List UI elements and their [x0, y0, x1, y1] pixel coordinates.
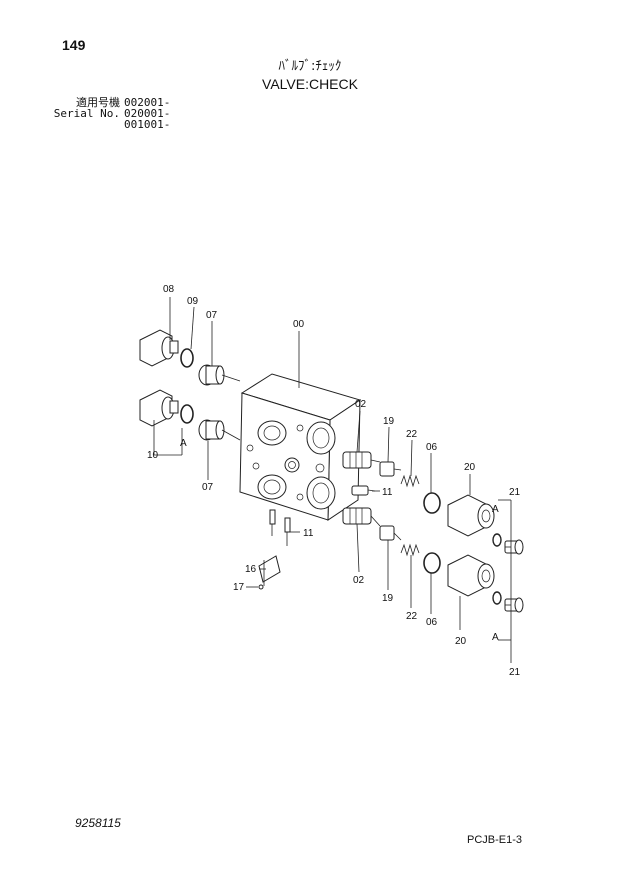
check-valve-lower — [379, 525, 402, 541]
spring-lower — [400, 543, 420, 557]
left-plug-lower — [139, 389, 179, 427]
label-07-bottom: 07 — [202, 482, 214, 493]
small-fitting-upper — [351, 485, 376, 496]
serial-label: 適用号機 — [76, 96, 120, 109]
serial-value: 001001- — [124, 118, 171, 131]
label-22-bottom: 22 — [406, 611, 418, 622]
label-16: 16 — [245, 564, 257, 575]
label-20-top: 20 — [464, 462, 476, 473]
page-number: 149 — [62, 37, 86, 53]
label-21-top: 21 — [509, 487, 521, 498]
label-08: 08 — [163, 284, 175, 295]
drawing-number: 9258115 — [75, 816, 121, 830]
valve-body — [239, 373, 362, 546]
label-21-bottom: 21 — [509, 667, 521, 678]
label-22-top: 22 — [406, 429, 418, 440]
label-07-top: 07 — [206, 310, 218, 321]
left-plug-upper — [139, 329, 179, 367]
label-02-top: 02 — [355, 399, 367, 410]
label-06-top: 06 — [426, 442, 438, 453]
label-06-bottom: 06 — [426, 617, 438, 628]
cap-upper — [447, 494, 495, 537]
label-09: 09 — [187, 296, 199, 307]
label-a-left: A — [180, 438, 187, 449]
spool-upper — [342, 451, 381, 469]
o-ring-lower — [180, 404, 194, 424]
label-02-bottom: 02 — [353, 575, 365, 586]
spool-lower — [342, 507, 381, 527]
spring-upper — [400, 474, 420, 488]
label-11-bottom: 11 — [303, 528, 314, 539]
o-ring-upper — [180, 348, 194, 368]
poppet-lower — [198, 419, 241, 441]
label-00: 00 — [293, 319, 305, 330]
label-10: 10 — [147, 450, 159, 461]
label-11-top: 11 — [382, 487, 393, 498]
serial-value: 002001- — [124, 96, 171, 109]
plug-small-lower — [492, 591, 524, 613]
cap-lower — [447, 554, 495, 597]
serial-label: Serial No. — [53, 107, 120, 120]
label-a-right-top: A — [492, 504, 499, 515]
label-19-top: 19 — [383, 416, 395, 427]
poppet-upper — [198, 364, 241, 386]
part-labels: 08 09 07 00 02 19 22 06 20 21 A 11 11 A … — [147, 284, 521, 678]
title-japanese: ﾊﾞﾙﾌﾞ:ﾁｪｯｸ — [278, 59, 342, 74]
label-19-bottom: 19 — [382, 593, 394, 604]
label-17: 17 — [233, 582, 245, 593]
rivet — [258, 584, 264, 590]
label-20-bottom: 20 — [455, 636, 467, 647]
o-ring-right-upper — [423, 492, 441, 514]
sheet-code: PCJB-E1-3 — [467, 834, 523, 846]
check-valve-upper — [379, 461, 402, 477]
leader-lines — [153, 297, 512, 663]
label-a-right-bottom: A — [492, 632, 499, 643]
plug-small-upper — [492, 533, 524, 555]
o-ring-right-lower — [423, 552, 441, 574]
title-english: VALVE:CHECK — [262, 76, 358, 92]
serial-value: 020001- — [124, 107, 171, 120]
